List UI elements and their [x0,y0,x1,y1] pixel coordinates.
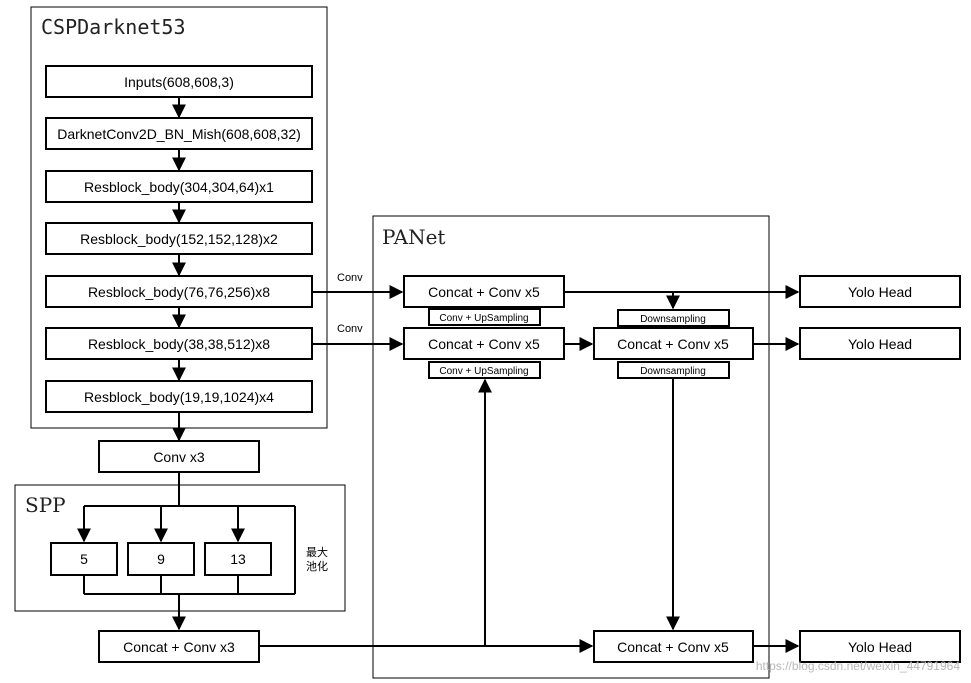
resblock-2-label: Resblock_body(152,152,128)x2 [80,231,278,247]
downsample-tag-2-label: Downsampling [640,366,706,377]
yolo-head-mid [799,327,961,360]
panet-title: PANet [382,225,445,249]
yolo-head-top-label: Yolo Head [848,284,912,300]
panet-group [372,215,770,679]
inputs-label: Inputs(608,608,3) [124,74,234,90]
resblock-5-label: Resblock_body(19,19,1024)x4 [84,389,274,405]
conv-x3-label: Conv x3 [153,449,205,465]
conv-x3-block [98,440,260,473]
pool-5-block [50,542,118,576]
panet-mid-concat-block [403,327,565,360]
yolo-head-top [799,275,961,308]
pool-5-label: 5 [80,551,88,567]
max-pool-note-line1: 最大 [306,545,328,559]
yolo-head-bottom-label: Yolo Head [848,639,912,655]
upsample-tag-1 [428,308,541,326]
pool-13-label: 13 [230,551,246,567]
downsample-tag-1-label: Downsampling [640,314,706,325]
resblock-3-label: Resblock_body(76,76,256)x8 [88,284,270,300]
downsample-tag-1 [617,309,730,327]
arrow-top-to-mid-right [564,291,680,310]
spp-title: SPP [25,493,66,517]
yolo-head-mid-label: Yolo Head [848,336,912,352]
edge-conv-mid-label: Conv [337,323,363,335]
panet-bottom-concat-label: Concat + Conv x5 [617,639,729,655]
panet-bottom-concat-block [593,630,754,663]
panet-mid-concat-label: Concat + Conv x5 [428,336,540,352]
upsample-tag-2-label: Conv + UpSampling [439,366,528,377]
cspdarknet53-title: CSPDarknet53 [41,15,186,39]
max-pool-note-line2: 池化 [306,559,328,573]
upsample-tag-1-label: Conv + UpSampling [439,313,528,324]
spp-concat-conv3-label: Concat + Conv x3 [123,639,235,655]
pool-9-label: 9 [157,551,165,567]
csdn-watermark: https://blog.csdn.net/weixin_44791964 [756,659,960,673]
panet-top-concat-block [403,275,565,308]
yolo-head-bottom [799,630,961,663]
pool-13-block [204,542,272,576]
inputs-block [45,65,313,98]
panet-mid-right-concat-label: Concat + Conv x5 [617,336,729,352]
resblock-4-label: Resblock_body(38,38,512)x8 [88,336,270,352]
resblock-1-label: Resblock_body(304,304,64)x1 [84,179,274,195]
edge-conv-top-label: Conv [337,272,363,284]
upsample-tag-2 [428,361,541,379]
darknet-conv-label: DarknetConv2D_BN_Mish(608,608,32) [57,126,301,142]
panet-top-concat-label: Concat + Conv x5 [428,284,540,300]
resblock-5 [45,380,313,413]
